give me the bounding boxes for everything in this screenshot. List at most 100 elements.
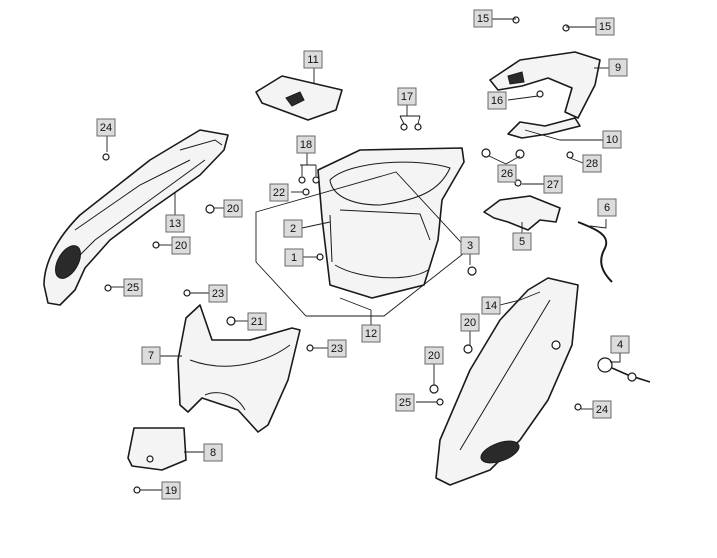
callout-23: 23 xyxy=(327,339,347,358)
callout-label: 13 xyxy=(169,218,181,230)
callout-box xyxy=(460,313,480,332)
callout-box xyxy=(592,400,612,419)
callout-box xyxy=(512,232,532,251)
callout-label: 25 xyxy=(399,397,411,409)
callout-box xyxy=(203,443,223,462)
callout-28: 28 xyxy=(582,154,602,173)
part-side-cover-left xyxy=(43,129,229,306)
callout-13: 13 xyxy=(165,214,185,233)
callout-box xyxy=(141,346,161,365)
callout-label: 23 xyxy=(331,343,343,355)
callout-4: 4 xyxy=(610,335,630,354)
fastener-set xyxy=(102,16,582,494)
callout-27: 27 xyxy=(543,175,563,194)
callout-8: 8 xyxy=(203,443,223,462)
callout-label: 11 xyxy=(307,54,318,66)
callout-label: 1 xyxy=(291,252,297,264)
callout-box xyxy=(543,175,563,194)
callout-label: 2 xyxy=(290,223,296,235)
callout-label: 27 xyxy=(547,179,559,191)
callout-box xyxy=(610,335,630,354)
callout-label: 28 xyxy=(586,158,598,170)
callout-24: 24 xyxy=(96,118,116,137)
callout-box xyxy=(497,164,517,183)
callout-label: 12 xyxy=(365,328,377,340)
callout-label: 7 xyxy=(148,350,154,362)
callout-1: 1 xyxy=(284,248,304,267)
callout-6: 6 xyxy=(597,198,617,217)
part-side-cover-right xyxy=(435,277,579,486)
callout-label: 20 xyxy=(464,317,476,329)
callout-label: 23 xyxy=(212,288,224,300)
callout-label: 4 xyxy=(617,339,623,351)
callout-box xyxy=(284,248,304,267)
callout-box xyxy=(595,17,615,36)
callout-18: 18 xyxy=(296,135,316,154)
callout-label: 22 xyxy=(273,187,285,199)
callout-label: 17 xyxy=(401,91,413,103)
part-front-lower-cover xyxy=(177,304,301,433)
callout-label: 3 xyxy=(467,240,473,252)
callout-label: 20 xyxy=(227,203,239,215)
callout-20: 20 xyxy=(460,313,480,332)
callout-22: 22 xyxy=(269,183,289,202)
callout-box xyxy=(208,284,228,303)
callout-label: 24 xyxy=(596,404,608,416)
callout-2: 2 xyxy=(283,219,303,238)
callout-label: 19 xyxy=(165,485,177,497)
callout-box xyxy=(171,236,191,255)
part-rear-carrier xyxy=(489,51,601,119)
callout-box xyxy=(602,130,622,149)
callout-box xyxy=(247,312,267,331)
callout-box xyxy=(582,154,602,173)
callout-label: 18 xyxy=(300,139,312,151)
callout-15: 15 xyxy=(473,9,493,28)
callout-label: 15 xyxy=(599,21,611,33)
callout-label: 20 xyxy=(175,240,187,252)
callout-9: 9 xyxy=(608,58,628,77)
callout-26: 26 xyxy=(497,164,517,183)
callout-label: 25 xyxy=(127,282,139,294)
callout-box xyxy=(161,481,181,500)
callout-label: 9 xyxy=(615,62,621,74)
callout-label: 24 xyxy=(100,122,112,134)
callout-box xyxy=(424,346,444,365)
callout-box xyxy=(608,58,628,77)
callout-box xyxy=(473,9,493,28)
callout-box xyxy=(269,183,289,202)
part-lock-holder xyxy=(483,195,561,231)
leader-lines xyxy=(106,18,621,491)
callout-label: 10 xyxy=(606,134,618,146)
callout-10: 10 xyxy=(602,130,622,149)
callout-11: 11 xyxy=(303,50,323,69)
callout-label: 8 xyxy=(210,447,216,459)
callout-box xyxy=(481,296,501,315)
callout-box xyxy=(460,236,480,255)
callout-box xyxy=(165,214,185,233)
callout-12: 12 xyxy=(361,324,381,343)
callout-15: 15 xyxy=(595,17,615,36)
group-outline-storage-box xyxy=(255,171,469,317)
callout-7: 7 xyxy=(141,346,161,365)
callout-label: 21 xyxy=(251,316,263,328)
callout-label: 26 xyxy=(501,168,513,180)
callout-label: 6 xyxy=(604,202,610,214)
callout-14: 14 xyxy=(481,296,501,315)
callout-25: 25 xyxy=(123,278,143,297)
callout-box xyxy=(296,135,316,154)
callout-box xyxy=(397,87,417,106)
callout-label: 20 xyxy=(428,350,440,362)
callout-24: 24 xyxy=(592,400,612,419)
callout-label: 14 xyxy=(485,300,497,312)
callout-box xyxy=(303,50,323,69)
callout-20: 20 xyxy=(424,346,444,365)
callout-20: 20 xyxy=(223,199,243,218)
callout-box xyxy=(223,199,243,218)
part-lid xyxy=(255,75,343,121)
callout-16: 16 xyxy=(487,91,507,110)
callout-label: 5 xyxy=(519,236,525,248)
callout-label: 15 xyxy=(477,13,489,25)
